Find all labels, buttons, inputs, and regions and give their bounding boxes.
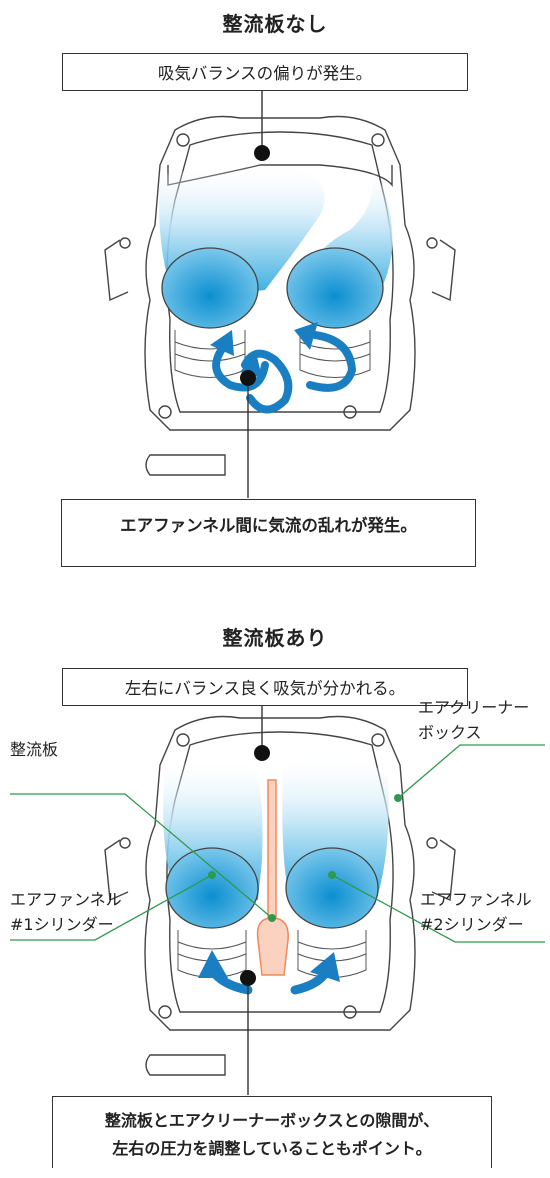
label-funnel2-line2: #2シリンダー xyxy=(420,915,524,934)
section2-top-callout: 左右にバランス良く吸気が分かれる。 xyxy=(62,668,468,706)
label-airbox-line2: ボックス xyxy=(418,723,482,742)
section1-title: 整流板なし xyxy=(222,12,328,36)
section2-arrowheads xyxy=(198,950,340,982)
section2-top-marker xyxy=(254,745,270,761)
section2-bottom-callout: 整流板とエアクリーナーボックスとの隙間が、 左右の圧力を調整していることもポイン… xyxy=(52,1096,492,1168)
section1-airbox xyxy=(104,115,456,476)
section1-turbulence-arrows xyxy=(212,331,357,414)
section2-bottom-marker xyxy=(240,970,256,986)
section2-funnels xyxy=(165,847,379,978)
section2-title: 整流板あり xyxy=(222,626,328,650)
section1-top-marker xyxy=(254,145,270,161)
label-funnel1-line1: エアファンネル xyxy=(10,890,122,909)
label-funnel1-line2: #1シリンダー xyxy=(10,915,114,934)
label-airbox-line1: エアクリーナー xyxy=(418,698,530,717)
section2-straightening-plate xyxy=(256,779,289,976)
section1-bottom-marker xyxy=(240,370,256,386)
section1-bottom-callout-text: エアファンネル間に気流の乱れが発生。 xyxy=(120,516,417,535)
section2-green-dots xyxy=(208,794,402,922)
section2-bottom-callout-line1: 整流板とエアクリーナーボックスとの隙間が、 xyxy=(104,1110,440,1130)
section1-bottom-callout: エアファンネル間に気流の乱れが発生。 xyxy=(61,499,476,567)
section1-funnels xyxy=(161,247,384,378)
section2-green-leaders xyxy=(10,744,545,943)
label-funnel2-line1: エアファンネル xyxy=(420,890,532,909)
section1-top-callout: 吸気バランスの偏りが発生。 xyxy=(62,53,468,91)
label-straightening-plate: 整流板 xyxy=(10,740,59,759)
section2-airbox xyxy=(104,715,456,1076)
section2-bottom-callout-line2: 左右の圧力を調整していることもポイント。 xyxy=(112,1138,432,1158)
